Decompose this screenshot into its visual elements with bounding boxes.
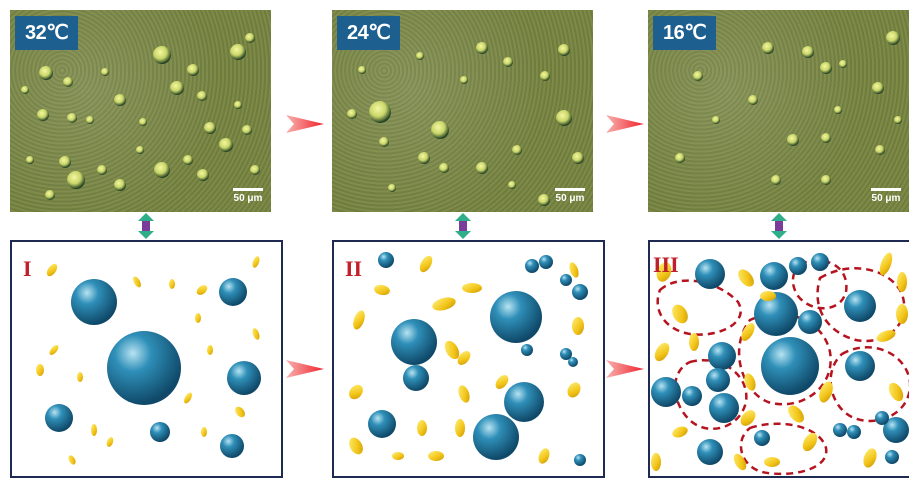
micrograph-16c: 16℃ 50 μm	[648, 10, 909, 212]
stage-label: III	[653, 252, 679, 277]
micrograph-24c: 24℃ 50 μm	[332, 10, 593, 212]
model-panel-II: II	[332, 240, 605, 478]
scale-label: 50 μm	[555, 193, 585, 204]
double-arrow-icon	[138, 213, 154, 239]
arrow-right-icon	[286, 115, 324, 133]
scale-label: 50 μm	[871, 193, 901, 204]
arrow-right-icon	[286, 360, 324, 378]
droplets-16c	[675, 31, 902, 185]
model-III-graphic	[651, 252, 909, 476]
double-arrow-icon	[455, 213, 471, 239]
micrograph-32c: 32℃ 50 μm	[10, 10, 271, 212]
stage-label: II	[345, 256, 363, 281]
scale-bar: 50 μm	[233, 188, 263, 204]
model-I-graphic	[36, 256, 261, 465]
model-II-graphic	[349, 252, 588, 466]
temperature-label: 32℃	[15, 16, 79, 50]
stage-label: I	[23, 256, 32, 281]
model-panel-I: I	[10, 240, 283, 478]
arrow-right-icon	[606, 115, 644, 133]
temperature-label: 24℃	[337, 16, 401, 50]
droplets-32c	[21, 33, 260, 200]
scale-bar: 50 μm	[555, 188, 585, 204]
droplets-24c	[347, 42, 584, 206]
scale-label: 50 μm	[233, 193, 263, 204]
double-arrow-icon	[771, 213, 787, 239]
arrow-right-icon	[606, 360, 644, 378]
scale-bar: 50 μm	[871, 188, 901, 204]
temperature-label: 16℃	[653, 16, 717, 50]
model-panel-III: III	[648, 240, 909, 478]
